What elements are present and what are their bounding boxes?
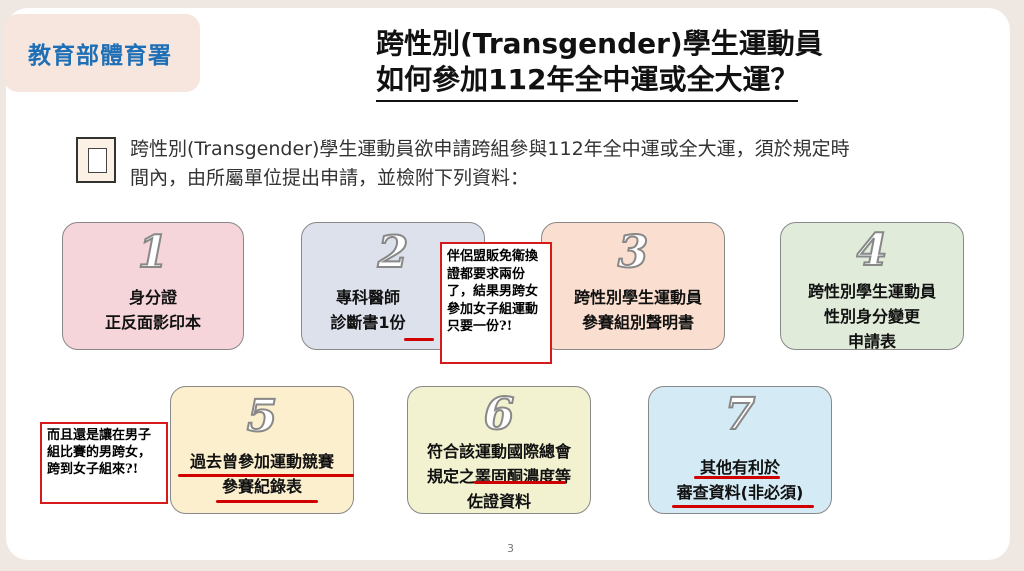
card-line: 佐證資料	[466, 492, 531, 511]
card-number: 6	[483, 388, 516, 441]
requirement-card-4: 4 跨性別學生運動員 性別身分變更 申請表	[780, 222, 964, 351]
requirement-card-3: 3 跨性別學生運動員 參賽組別聲明書	[541, 222, 725, 350]
card-line: 規定之睪固酮濃度等	[426, 467, 571, 486]
page-number: 3	[507, 542, 514, 555]
card-number: 5	[246, 390, 279, 443]
card-line: 申請表	[847, 332, 896, 351]
highlight-underline	[404, 338, 434, 341]
card-line: 審查資料(非必須)	[676, 483, 804, 502]
card-line: 專科醫師	[335, 288, 400, 307]
highlight-underline	[216, 500, 318, 503]
annotation-box: 而且還是讓在男子組比賽的男跨女，跨到女子組來?!	[40, 422, 168, 504]
requirement-card-5: 5 過去曾參加運動競賽 參賽紀錄表	[170, 386, 354, 514]
title-line1: 跨性別(Transgender)學生運動員	[376, 27, 823, 60]
highlight-underline	[178, 474, 354, 477]
title-line2: 如何參加112年全中運或全大運？	[376, 62, 799, 102]
highlight-underline	[474, 481, 566, 484]
card-line: 性別身分變更	[823, 307, 920, 326]
card-line: 符合該運動國際總會	[426, 442, 571, 461]
card-number: 7	[724, 388, 757, 441]
card-line: 跨性別學生運動員	[573, 288, 702, 307]
card-line: 參賽組別聲明書	[581, 313, 694, 332]
intro-text: 跨性別(Transgender)學生運動員欲申請跨組參與112年全中運或全大運，…	[130, 135, 960, 193]
org-label: 教育部體育署	[4, 14, 200, 92]
card-number: 1	[137, 226, 170, 279]
card-line: 跨性別學生運動員	[807, 282, 936, 301]
annotation-box: 伴侶盟販免衛換證都要求兩份了，結果男跨女參加女子組運動只要一份?!	[440, 242, 552, 364]
document-icon	[76, 137, 116, 183]
card-line: 過去曾參加運動競賽	[189, 452, 334, 471]
card-line: 參賽紀錄表	[221, 477, 302, 496]
requirement-card-6: 6 符合該運動國際總會 規定之睪固酮濃度等 佐證資料	[407, 386, 591, 514]
card-number: 3	[617, 226, 650, 279]
card-number: 2	[377, 226, 410, 279]
card-line: 正反面影印本	[104, 313, 201, 332]
requirement-card-1: 1 身分證 正反面影印本	[62, 222, 244, 350]
requirement-card-7: 7 其他有利於 審查資料(非必須)	[648, 386, 832, 514]
card-line: 身分證	[128, 288, 177, 307]
highlight-underline	[694, 476, 780, 479]
card-line: 診斷書1份	[330, 313, 406, 332]
intro-line2: 間內，由所屬單位提出申請，並檢附下列資料：	[130, 167, 530, 189]
highlight-underline	[672, 505, 814, 508]
org-name: 教育部體育署	[28, 43, 172, 69]
card-line: 其他有利於	[699, 458, 780, 477]
card-number: 4	[856, 224, 889, 277]
slide-title: 跨性別(Transgender)學生運動員 如何參加112年全中運或全大運？	[376, 26, 824, 102]
intro-line1: 跨性別(Transgender)學生運動員欲申請跨組參與112年全中運或全大運，…	[130, 138, 850, 160]
